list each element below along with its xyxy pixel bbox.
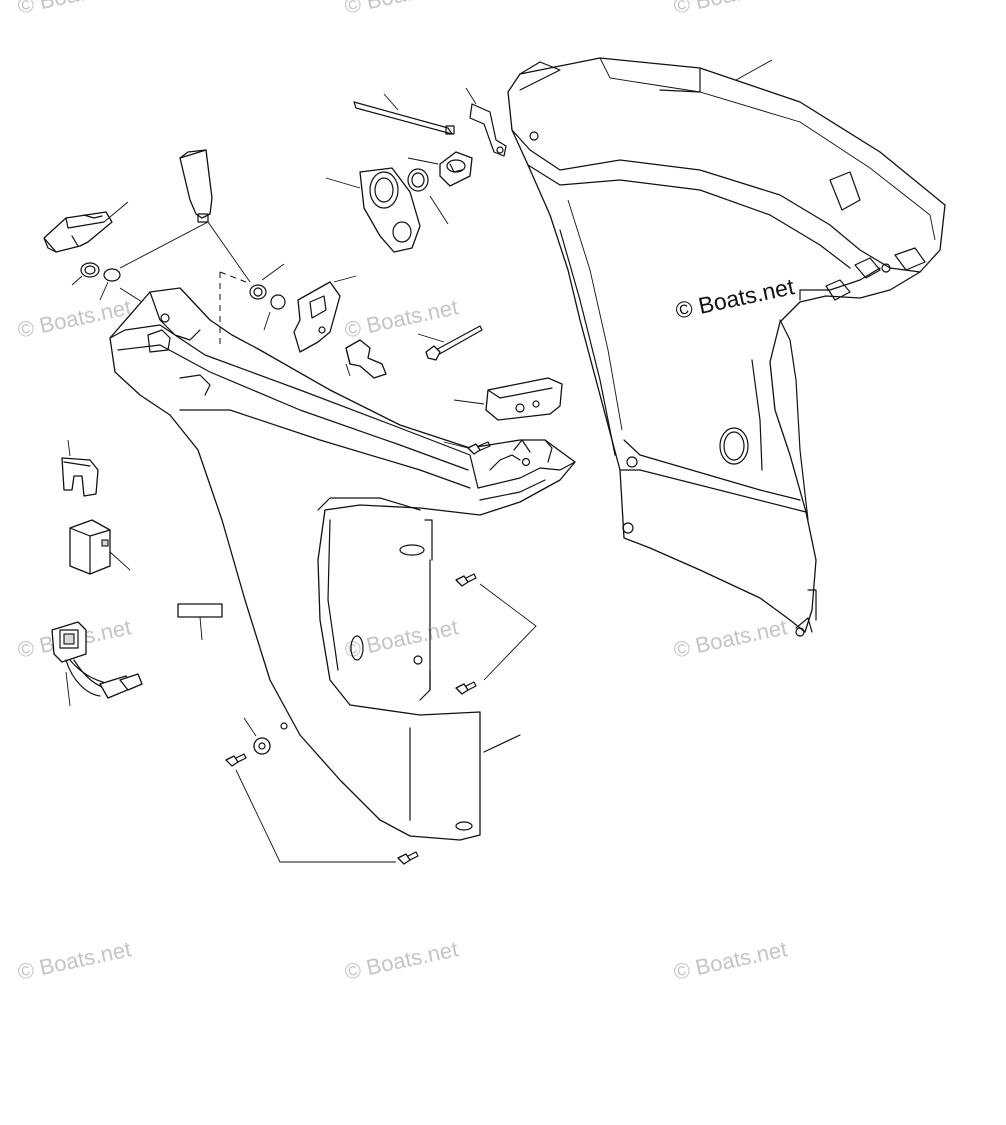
lock-plate [219, 263, 357, 353]
sealant-tube [119, 149, 251, 283]
grommet-plate [325, 167, 421, 253]
tie-rod [353, 93, 455, 135]
upper-cowling-rear [507, 57, 946, 637]
latch-hook [465, 87, 507, 157]
rubber-block [69, 519, 131, 575]
lower-cowling-front [109, 287, 576, 841]
washer [243, 717, 271, 755]
knob-with-washer [407, 151, 473, 225]
screws [225, 573, 537, 865]
latch-cover [453, 377, 563, 421]
clip [61, 439, 99, 497]
label [177, 603, 223, 641]
small-screw [443, 441, 491, 455]
long-screw [417, 325, 483, 361]
bolt [345, 339, 387, 379]
handle-grip [43, 201, 143, 303]
switch-with-harness [51, 621, 143, 707]
